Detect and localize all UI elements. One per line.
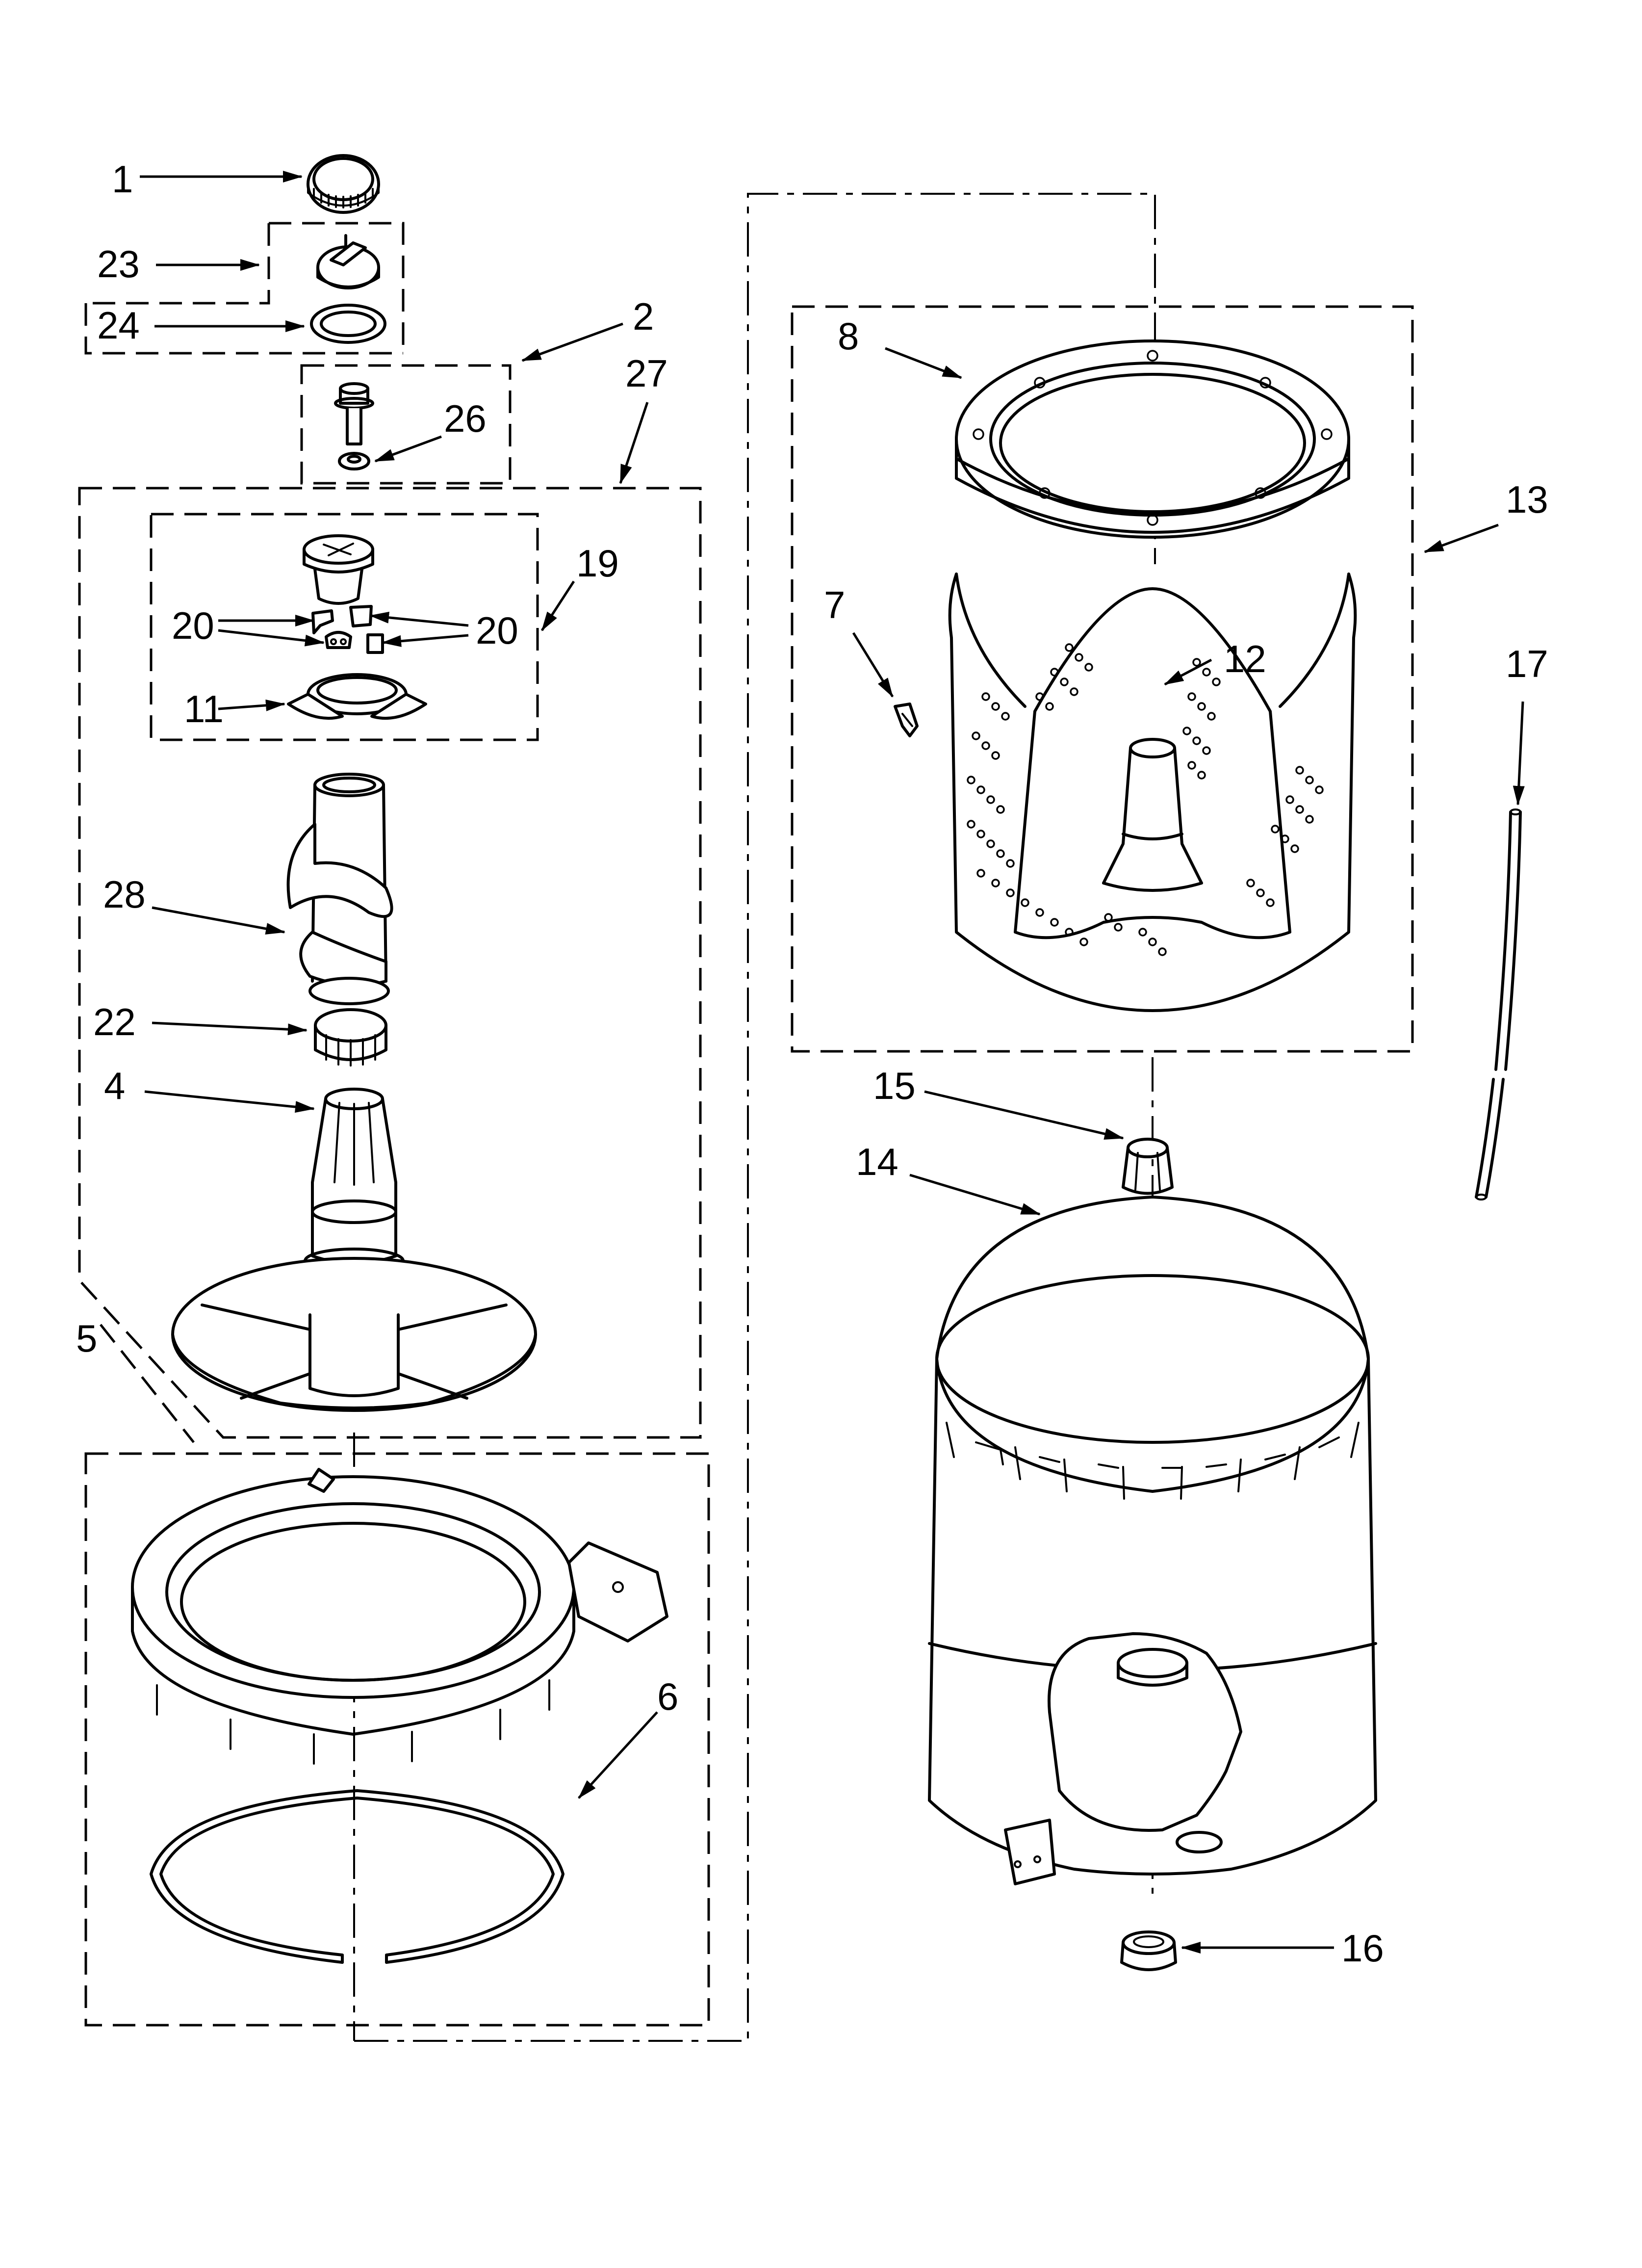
part-28-auger: [286, 773, 393, 1005]
leader-22: [152, 1021, 308, 1036]
callout-1: 1: [112, 157, 133, 201]
part-15-drive-hub: [1122, 1138, 1174, 1195]
part-14-outer-tub: [928, 1196, 1377, 1885]
group-box-5: [84, 1452, 710, 2027]
leader-2: [521, 322, 623, 362]
callout-26: 26: [444, 397, 487, 440]
part-16-plug: [1120, 1930, 1177, 1971]
leader-12: [1164, 658, 1212, 686]
part-1-cap: [307, 154, 380, 214]
callout-14: 14: [856, 1140, 898, 1183]
connector-line: [354, 193, 1156, 2042]
part-5-tub-ring: [131, 1468, 668, 1765]
group-box-13: [791, 305, 1414, 1053]
part-6-clamp: [150, 1789, 564, 1964]
part-7-clip: [894, 703, 919, 737]
callout-11: 11: [184, 687, 224, 730]
leader-6: [578, 1711, 658, 1799]
group-box-24: [84, 303, 403, 355]
callout-28: 28: [103, 873, 146, 916]
group-box-2: [300, 364, 512, 485]
part-4-agitator-base: [171, 1088, 537, 1412]
leader-15: [924, 1090, 1124, 1140]
leader-19: [540, 580, 575, 631]
callout-5: 5: [76, 1317, 97, 1360]
callout-20-left: 20: [172, 604, 214, 647]
callout-24: 24: [97, 304, 140, 347]
part-20-dog-b: [349, 605, 373, 627]
callout-22: 22: [93, 1000, 136, 1043]
group-box-27: [78, 487, 702, 1439]
leader-11: [218, 699, 285, 711]
callout-12: 12: [1224, 637, 1266, 680]
part-13-spin-basket: [948, 573, 1357, 1012]
leader-28: [152, 906, 285, 935]
part-22-coupler: [314, 1008, 387, 1067]
group-box-19: [150, 513, 539, 741]
callout-8: 8: [838, 314, 859, 358]
leader-14: [909, 1173, 1041, 1216]
leader-26: [374, 435, 442, 463]
part-26-washer: [338, 452, 370, 470]
leader-20a-2: [218, 629, 325, 647]
callout-27: 27: [625, 352, 668, 395]
leader-5: [100, 1324, 195, 1443]
callout-23: 23: [97, 242, 140, 286]
basket-perforations: [967, 643, 1324, 956]
leader-4: [144, 1090, 315, 1113]
leader-8: [885, 347, 962, 379]
part-17-hose: [1475, 808, 1522, 1200]
callout-7: 7: [824, 583, 845, 626]
part-23-insert: [316, 234, 380, 289]
callout-13: 13: [1506, 478, 1548, 521]
leader-lines: [100, 171, 1525, 1954]
part-20-dog-a: [311, 609, 334, 634]
part-20-dog-d: [366, 633, 384, 654]
part-19-cam: [303, 534, 374, 605]
leader-17: [1513, 701, 1525, 806]
leader-20b-1: [369, 611, 469, 627]
part-11-ring: [287, 673, 427, 720]
callout-15: 15: [873, 1064, 916, 1107]
part-8-balance-ring: [955, 339, 1350, 539]
callout-20-right: 20: [476, 609, 518, 652]
callout-6: 6: [657, 1675, 678, 1718]
leader-20b-2: [382, 634, 469, 647]
callout-2: 2: [633, 295, 654, 338]
group-box-23: [86, 222, 405, 351]
leader-27: [619, 402, 649, 484]
callout-19: 19: [576, 542, 619, 585]
part-20-dog-c: [325, 631, 352, 649]
tub-tabs: [946, 1422, 1360, 1500]
callout-17: 17: [1506, 642, 1548, 685]
callout-numbers: 1 23 24 2 26 27 19 20 20 11 28 22 4 5 6 …: [76, 157, 1548, 1970]
part-2-bolt: [334, 382, 374, 445]
callout-4: 4: [104, 1064, 125, 1107]
group-boxes: [78, 222, 1414, 2027]
leader-13: [1424, 523, 1499, 553]
part-24-ring: [310, 304, 386, 344]
callout-16: 16: [1341, 1927, 1384, 1970]
leader-7: [852, 632, 894, 698]
